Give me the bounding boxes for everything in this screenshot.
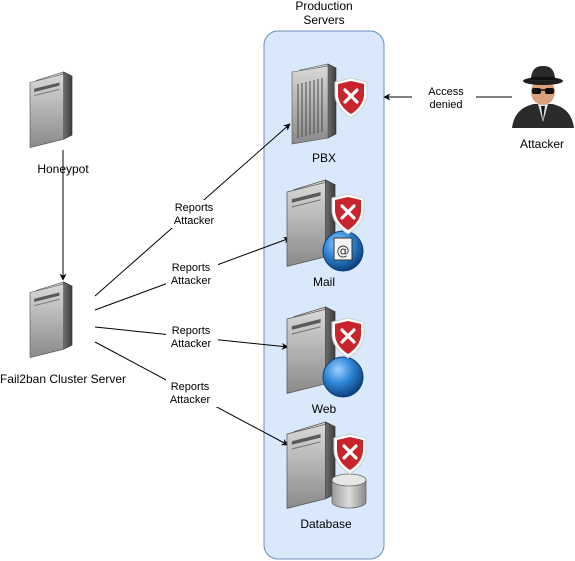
production-servers-group [263, 30, 385, 560]
mail-icon: @ [322, 230, 364, 272]
database-icon [331, 473, 367, 509]
web-node[interactable]: Web [286, 306, 366, 416]
edge-label-reports-database-line2: Attacker [170, 394, 211, 406]
svg-text:@: @ [337, 244, 350, 259]
attacker-node[interactable]: Attacker [512, 66, 574, 151]
fail2ban-cluster-label: Fail2ban Cluster Server [0, 372, 126, 386]
edge-label-reports-database-line1: Reports [171, 381, 210, 393]
server-icon [286, 421, 336, 509]
edge-label-reports-mail-line1: Reports [172, 262, 211, 274]
honeypot-node[interactable]: Honeypot [29, 71, 89, 176]
edge-label-reports-mail-line2: Attacker [171, 275, 212, 287]
edge-label-reports-pbx-line2: Attacker [174, 215, 215, 227]
attacker-label: Attacker [520, 137, 564, 151]
edge-label-reports-web-line2: Attacker [171, 338, 212, 350]
server-icon [29, 281, 73, 359]
database-node[interactable]: Database [286, 421, 368, 531]
rack-server-icon [291, 63, 337, 145]
mail-label: Mail [313, 275, 335, 289]
honeypot-label: Honeypot [37, 162, 89, 176]
edge-label-access-denied-line1: Access [428, 86, 464, 98]
group-title-line1: Production [295, 0, 352, 13]
fail2ban-cluster-node[interactable]: Fail2ban Cluster Server [0, 281, 126, 386]
pbx-label: PBX [312, 151, 336, 165]
edge-label-reports-pbx-line1: Reports [175, 202, 214, 214]
edge-label-reports-web-line1: Reports [172, 325, 211, 337]
database-label: Database [300, 517, 352, 531]
group-title-line2: Servers [303, 13, 344, 27]
mail-node[interactable]: @ Mail [286, 179, 366, 289]
pbx-node[interactable]: PBX [291, 63, 369, 165]
server-icon [29, 71, 73, 149]
edge-label-access-denied-line2: denied [429, 99, 462, 111]
globe-icon [322, 356, 364, 398]
attacker-icon [512, 66, 574, 128]
web-label: Web [312, 402, 337, 416]
